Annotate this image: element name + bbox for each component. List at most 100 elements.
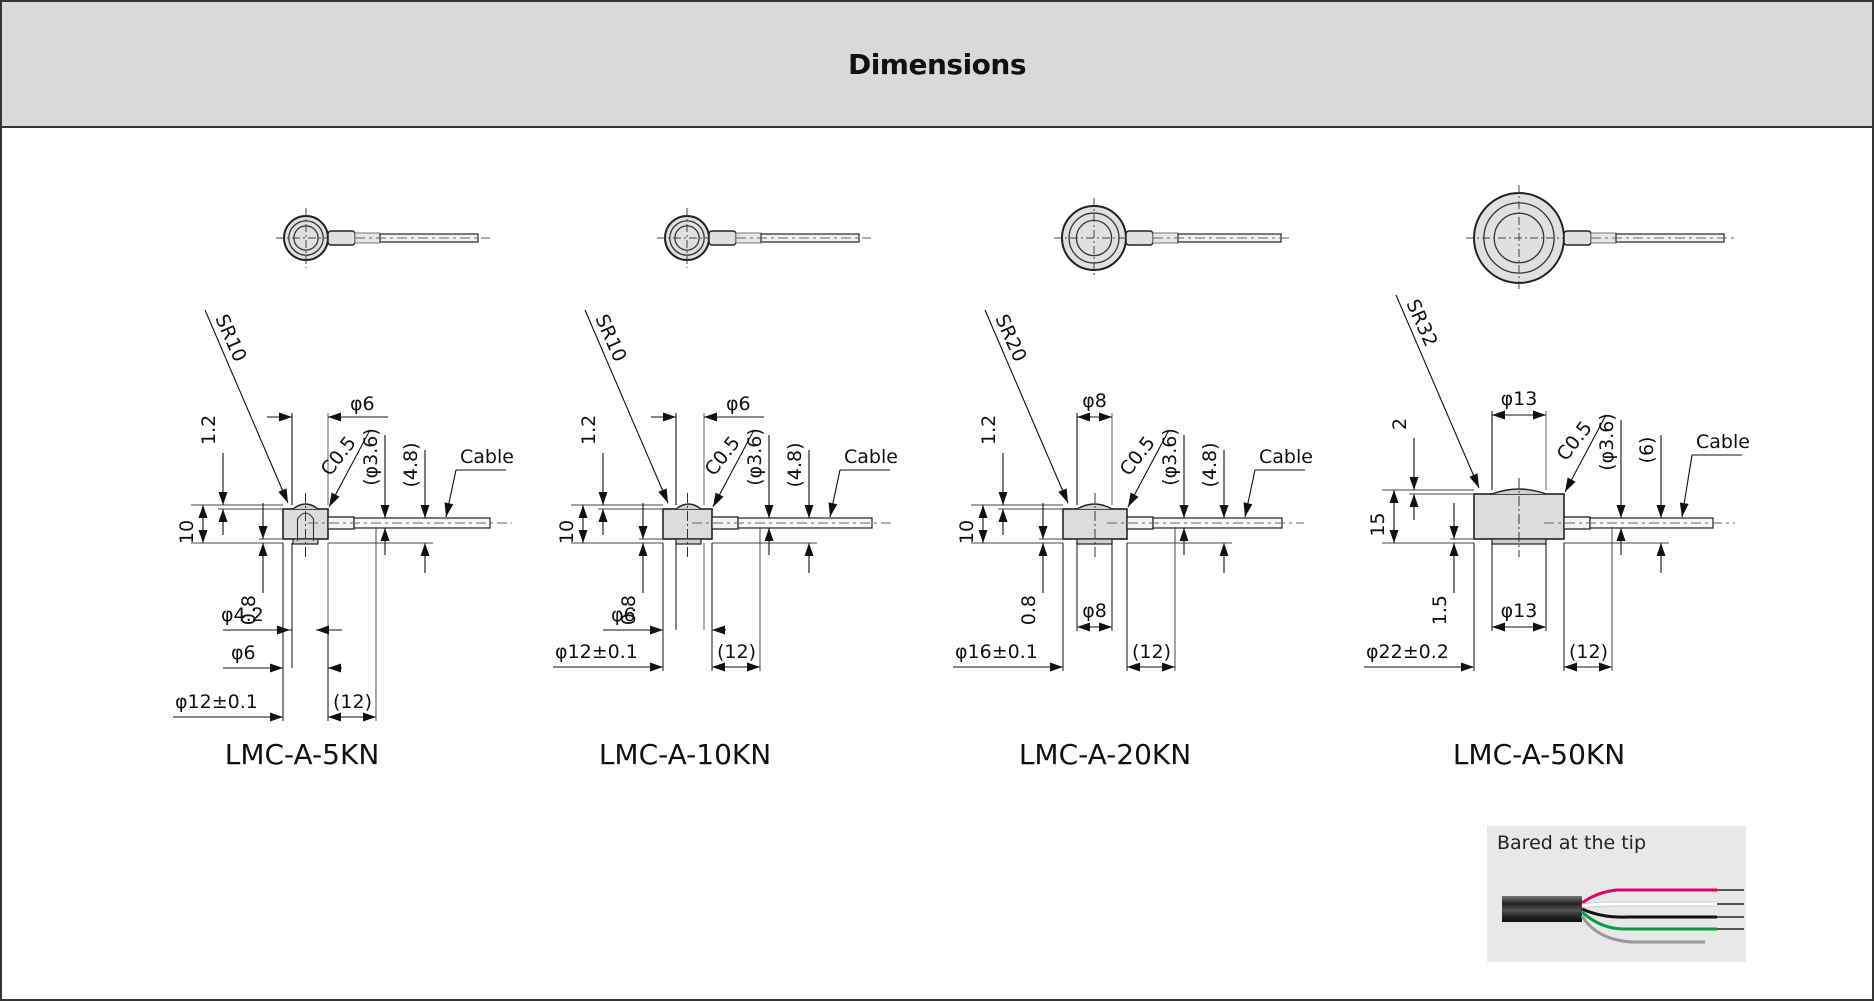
leader-line [984,309,1069,504]
bottom-dia-label: φ8 [1082,600,1107,622]
arrowhead [1449,526,1459,539]
dimensions: 101.20.8φ6SR10C0.5(φ3.6)(4.8)Cableφ12±0.… [173,309,514,722]
arrowhead [363,712,376,722]
arrowhead [1128,492,1139,507]
height-label: 10 [956,520,978,544]
arrowhead [218,509,228,522]
arrowhead [1616,528,1626,541]
arrowhead [1389,530,1399,543]
arrowhead [712,625,725,635]
arrowhead [578,530,588,543]
sphere-radius-label: SR32 [1401,296,1441,350]
leader-line [328,429,371,508]
dimensions: 1521.5φ13SR32C0.5(φ3.6)(6)Cableφ22±0.2(1… [1364,294,1750,672]
dimensions: 101.20.8φ6SR10C0.5(φ3.6)(4.8)Cableφ12±0.… [553,309,898,672]
arrowhead [1409,494,1419,507]
chamfer-label: C0.5 [1553,417,1597,465]
wire-black [1581,907,1717,919]
arrowhead [804,543,814,556]
cable-center-label: (6) [1636,437,1658,464]
housing-outline [664,215,710,261]
cable-boot [1125,230,1154,246]
arrowhead [747,662,760,672]
arrowhead [1389,490,1399,503]
arrowhead [1656,505,1666,518]
arrowhead [663,412,676,422]
arrowhead [380,528,390,541]
sphere-radius-label: SR20 [990,311,1030,365]
arrowhead [1564,662,1577,672]
drawing-lmc-a-20kn: 101.20.8φ8SR20C0.5(φ3.6)(4.8)Cableφ16±0.… [953,198,1313,672]
arrowhead [1179,505,1189,518]
arrowhead [1162,662,1175,672]
bottom-step-label: 0.8 [238,595,260,625]
side-view [1062,493,1304,557]
arrowhead [712,662,725,672]
top-view [1054,198,1293,278]
body-dia-label: φ22±0.2 [1366,641,1449,663]
arrowhead [828,502,838,517]
cable-boot [708,230,737,246]
arrowhead [598,509,608,522]
arrowhead [1565,477,1576,492]
cable-boot [327,230,356,246]
cable-label: Cable [1259,446,1313,468]
sphere-radius-label: SR10 [210,311,250,365]
arrowhead [1461,662,1474,672]
wire-white [1581,902,1717,908]
cable-center-label: (4.8) [784,442,806,487]
cable-dia-label: (φ3.6) [1596,413,1618,471]
arrowhead [329,492,340,507]
cable-length-label: (12) [333,691,372,713]
arrowhead [650,625,663,635]
bottom-dia-label: φ6 [611,604,636,626]
leader-line [1127,429,1170,508]
arrowhead [638,543,648,556]
arrowhead [218,492,228,505]
arrowhead [444,502,454,517]
arrowhead [1679,502,1689,517]
model-label-50kn: LMC-A-50KN [1452,738,1626,771]
top-view [276,208,490,268]
top-dia-label: φ6 [726,393,751,415]
arrowhead [1099,412,1112,422]
arrowhead [1077,622,1090,632]
arrowhead [198,505,208,518]
arrowhead [1533,410,1546,420]
top-view [657,208,871,268]
cable-label: Cable [460,446,514,468]
model-label-10kn: LMC-A-10KN [598,738,772,771]
side-view [1473,478,1735,557]
arrowhead [1656,543,1666,556]
bared-tip-title: Bared at the tip [1497,832,1647,854]
model-label-5kn: LMC-A-5KN [224,738,380,771]
cable-length-label: (12) [717,641,756,663]
bottom-dia-label: φ13 [1501,600,1538,622]
arrowhead [1449,543,1459,556]
top-dia-label: φ6 [350,393,375,415]
cable-dia-label: (φ3.6) [360,428,382,486]
arrowhead [578,505,588,518]
arrowhead [978,505,988,518]
height-label: 15 [1367,512,1389,536]
cable-length-label: (12) [1132,641,1171,663]
arrowhead [704,412,717,422]
arrowhead [1492,410,1505,420]
arrowhead [1492,622,1505,632]
drawing-lmc-a-5kn: 101.20.8φ6SR10C0.5(φ3.6)(4.8)Cableφ12±0.… [173,208,514,722]
arrowhead [1219,543,1229,556]
cable-label: Cable [844,446,898,468]
arrowhead [598,492,608,505]
chamfer-label: C0.5 [701,432,745,480]
bottom-step-label: 0.8 [618,595,640,625]
arrowhead [279,412,292,422]
bared-cable-illustration [1502,888,1744,944]
top-step-label: 1.2 [578,415,600,445]
arrowhead [328,663,341,673]
leader-line [584,309,669,504]
arrowhead [764,505,774,518]
bared-tip-inset: Bared at the tip [1487,826,1746,962]
bottom-step-label: 1.5 [1429,595,1451,625]
arrowhead [764,528,774,541]
arrowhead [1038,526,1048,539]
